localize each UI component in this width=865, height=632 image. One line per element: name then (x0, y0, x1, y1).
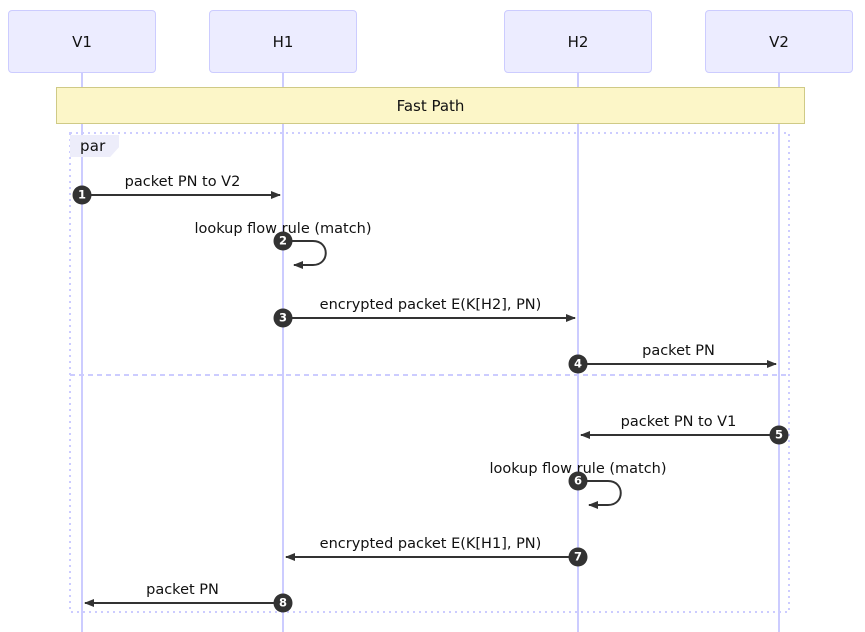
lifelines (81, 73, 780, 632)
note-fast-path: Fast Path (56, 87, 805, 124)
message-label-6: lookup flow rule (match) (489, 461, 667, 477)
sequence-marker-2: 2 (273, 231, 293, 251)
message-label-5: packet PN to V1 (620, 414, 737, 430)
sequence-marker-3: 3 (273, 308, 293, 328)
sequence-marker-7: 7 (568, 547, 588, 567)
self-message-path (580, 480, 622, 509)
participant-v1[interactable]: V1 (8, 10, 156, 73)
sequence-marker-4: 4 (568, 354, 588, 374)
fragment-label-par: par (70, 135, 119, 157)
participant-label: H2 (567, 32, 589, 51)
note-label: Fast Path (396, 96, 465, 115)
sequence-marker-6: 6 (568, 471, 588, 491)
participant-h1[interactable]: H1 (209, 10, 357, 73)
message-label-7: encrypted packet E(K[H1], PN) (319, 536, 542, 552)
participant-v2[interactable]: V2 (705, 10, 853, 73)
message-label-4: packet PN (642, 343, 715, 359)
participant-h2[interactable]: H2 (504, 10, 652, 73)
message-6 (580, 480, 622, 509)
message-arrows (84, 191, 777, 607)
sequence-marker-1: 1 (72, 185, 92, 205)
message-label-3: encrypted packet E(K[H2], PN) (319, 297, 542, 313)
message-label-1: packet PN to V2 (124, 174, 241, 190)
participant-label: V1 (72, 32, 92, 51)
message-2 (285, 240, 327, 269)
message-label-2: lookup flow rule (match) (194, 221, 372, 237)
sequence-marker-5: 5 (769, 425, 789, 445)
fragment-par (69, 132, 790, 613)
sequence-marker-8: 8 (273, 593, 293, 613)
participant-label: V2 (769, 32, 789, 51)
self-message-path (285, 240, 327, 269)
participant-label: H1 (272, 32, 294, 51)
message-label-8: packet PN (146, 582, 219, 598)
